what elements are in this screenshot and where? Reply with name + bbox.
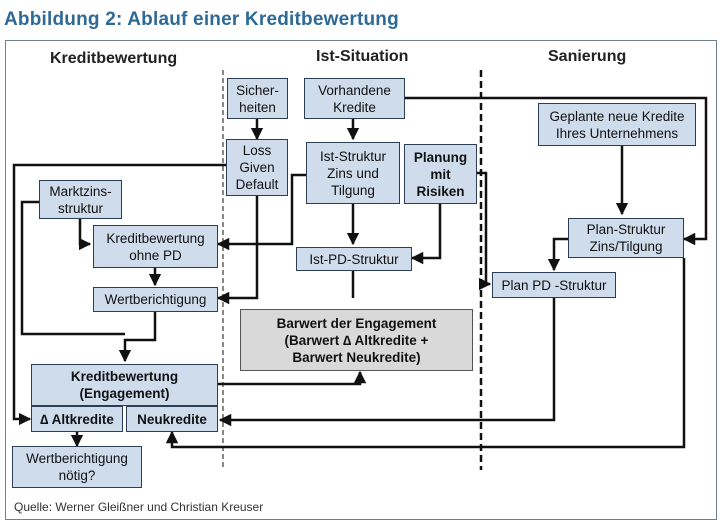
column-head-sanierung: Sanierung <box>548 48 627 65</box>
arrow-ist-struktur-kb-ohne-pd <box>216 173 306 251</box>
box-planung-mit-risiken: Planung mit Risiken <box>404 144 477 204</box>
box-vorhandene-kredite: Vorhandene Kredite <box>304 78 405 119</box>
arrow-wertberichtigung-engagement <box>118 312 157 363</box>
arrow-lgd-delta-altkredite <box>12 163 226 426</box>
arrow-planung-plan-pd <box>477 171 492 291</box>
box-wertberichtigung: Wertberichtigung <box>93 287 218 312</box>
source-credit: Quelle: Werner Gleißner und Christian Kr… <box>14 500 264 514</box>
arrow-marktzins-engagement <box>20 200 125 336</box>
arrow-engagement-barwert <box>218 370 367 386</box>
arrow-plan-struktur-neukredite <box>165 258 686 449</box>
arrow-lgd-wertberichtigung <box>216 196 259 305</box>
column-head-kreditbewertung: Kreditbewertung <box>50 50 178 67</box>
box-plan-struktur: Plan-Struktur Zins/Tilgung <box>568 218 684 258</box>
box-ist-struktur: Ist-Struktur Zins und Tilgung <box>306 142 400 204</box>
box-wertberichtigung-noetig: Wertberichtigung nötig? <box>12 446 142 488</box>
box-kreditbewertung-ohne-pd: Kreditbewertung ohne PD <box>93 225 218 268</box>
arrow-marktzins-kb-ohne-pd <box>78 219 92 251</box>
box-marktzinsstruktur: Marktzins- struktur <box>39 180 122 219</box>
box-geplante-neue-kredite: Geplante neue Kredite Ihres Unternehmens <box>538 103 696 146</box>
box-barwert-engagement: Barwert der Engagement (Barwert ∆ Altkre… <box>240 309 473 371</box>
box-sicherheiten: Sicher- heiten <box>227 78 288 119</box>
box-loss-given-default: Loss Given Default <box>226 139 288 196</box>
column-head-ist-situation: Ist-Situation <box>316 48 409 65</box>
arrow-planung-ist-pd <box>410 204 442 265</box>
arrow-plan-struktur-plan-pd <box>547 237 568 272</box>
arrow-vorhandene-plan-struktur <box>405 96 708 246</box>
figure-title: Abbildung 2: Ablauf einer Kreditbewertun… <box>4 9 399 30</box>
box-ist-pd-struktur: Ist-PD-Struktur <box>296 247 412 271</box>
box-kreditbewertung-engagement: Kreditbewertung (Engagement) <box>31 364 218 406</box>
box-neukredite: Neukredite <box>126 406 218 432</box>
arrow-plan-pd-neukredite <box>218 298 556 427</box>
box-delta-altkredite: ∆ Altkredite <box>31 406 123 432</box>
box-plan-pd-struktur: Plan PD -Struktur <box>492 272 616 298</box>
